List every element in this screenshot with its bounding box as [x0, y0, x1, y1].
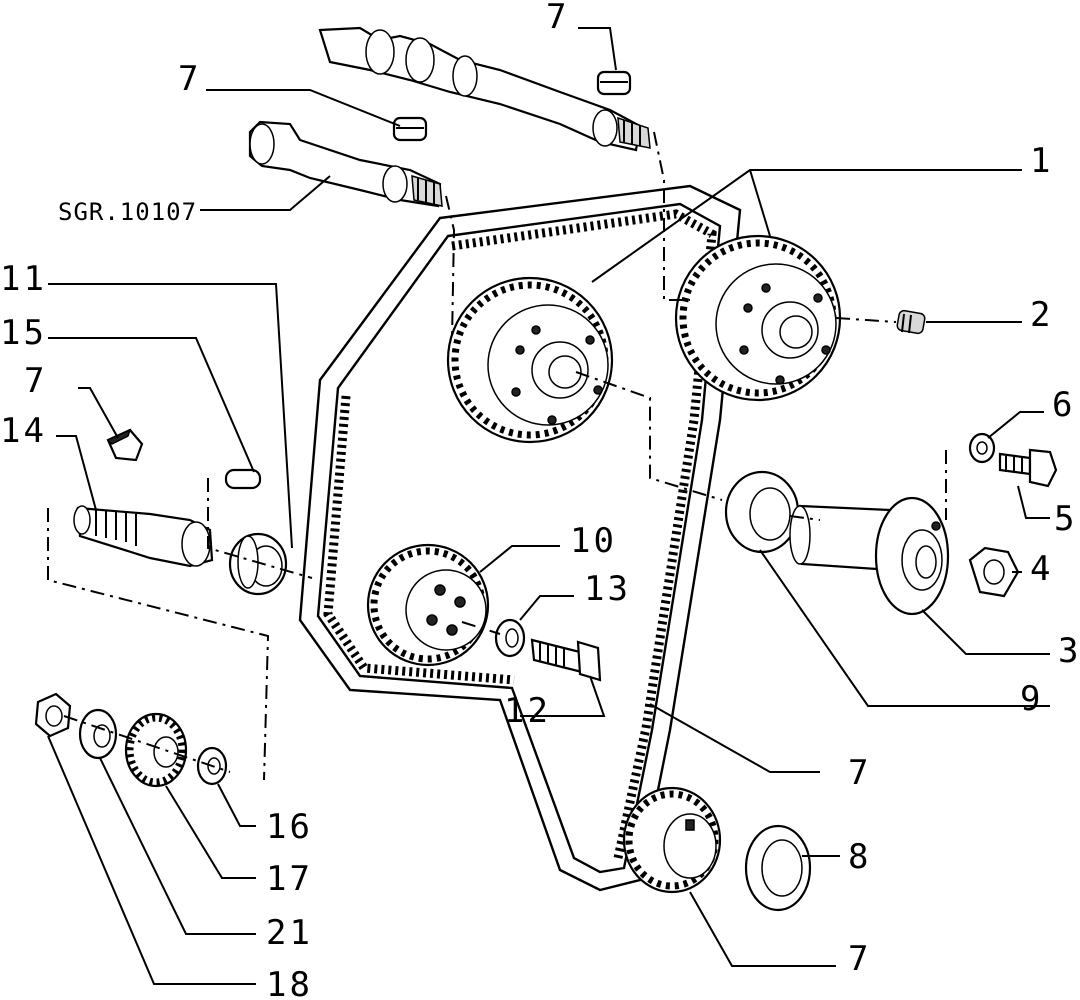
- lower-camshaft: [248, 120, 443, 208]
- tensioner-bolt: [998, 448, 1058, 488]
- callout-7-left: 7: [178, 59, 201, 99]
- nut: [968, 546, 1020, 598]
- cam-pulley-right: [674, 234, 842, 402]
- flat-washer: [78, 708, 118, 760]
- callout-1: 1: [1030, 141, 1053, 181]
- key-top-left: [392, 116, 428, 142]
- hex-nut: [34, 692, 72, 738]
- drive-gear: [124, 712, 188, 788]
- callout-6: 6: [1052, 385, 1075, 425]
- key-top-right: [596, 70, 632, 96]
- upper-camshaft: [318, 26, 651, 152]
- leader-lines: [47, 27, 1050, 985]
- tensioner-assembly: [789, 496, 950, 616]
- assembly-axis-lines: [47, 131, 947, 781]
- washer: [494, 618, 526, 658]
- callout-16: 14: [0, 411, 47, 451]
- callout-8: 7: [848, 753, 871, 793]
- cam-pulley-left: [446, 276, 614, 444]
- callout-9: 7: [848, 939, 871, 979]
- callout-7-top: 7: [546, 0, 569, 37]
- callout-21: 21: [266, 913, 313, 953]
- callout-7-side: 7: [24, 361, 47, 401]
- callout-3: 3: [1058, 631, 1080, 671]
- timing-belt: [298, 184, 742, 892]
- callout-14: 12: [504, 691, 551, 731]
- seal-ring: [228, 532, 288, 596]
- pin: [224, 468, 262, 490]
- callout-15: 13: [584, 569, 631, 609]
- dowel-pin: [896, 309, 926, 335]
- reference-code: SGR.10107: [58, 198, 197, 226]
- callout-19: 17: [266, 859, 313, 899]
- crankshaft-pulley: [622, 786, 722, 894]
- auxiliary-shaft: [73, 505, 214, 568]
- callout-20: 18: [266, 965, 313, 1000]
- bolt: [530, 638, 602, 682]
- callout-17: 15: [0, 313, 47, 353]
- callout-11: 9: [1020, 679, 1043, 719]
- callout-13: 11: [0, 259, 47, 299]
- auxiliary-pulley: [366, 543, 490, 667]
- callout-4: 4: [1030, 549, 1053, 589]
- callout-18: 16: [266, 807, 313, 847]
- small-washer: [968, 432, 996, 464]
- crank-washer: [744, 824, 812, 912]
- callout-2: 2: [1030, 295, 1053, 335]
- callout-10: 8: [848, 837, 871, 877]
- callout-5: 5: [1054, 499, 1077, 539]
- callout-12: 10: [570, 521, 617, 561]
- tensioner-bush: [724, 470, 800, 554]
- key-left: [106, 428, 144, 462]
